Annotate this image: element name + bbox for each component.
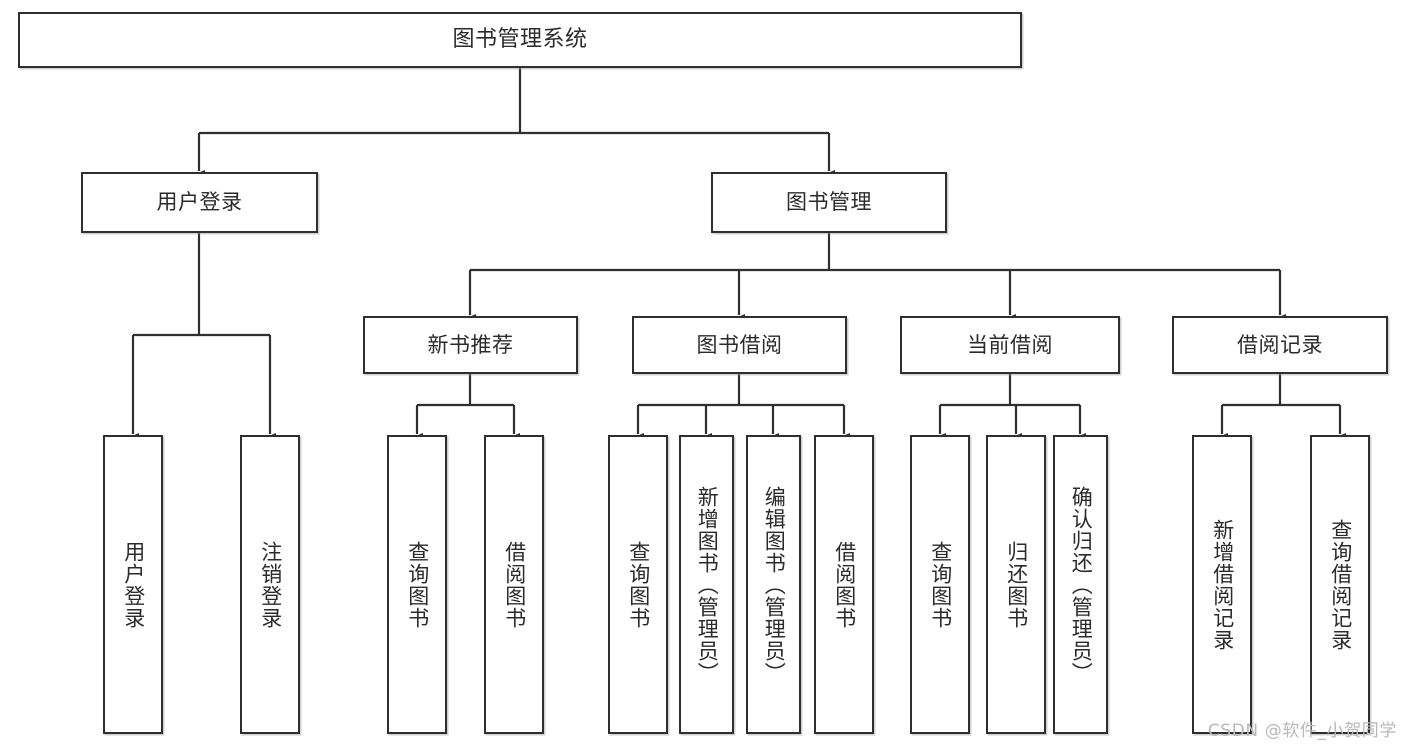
node-label: 查询图书 [405,540,430,629]
node-label: 图书借阅 [696,332,783,357]
node-leaf-add-record[interactable]: 新增借阅记录 [1192,435,1252,734]
node-label: 编辑图书（管理员） [762,485,787,684]
node-label: 借阅记录 [1237,332,1323,357]
node-new-book-rec[interactable]: 新书推荐 [363,316,578,374]
node-label: 查询图书 [626,540,651,629]
node-leaf-borrow-book-2[interactable]: 借阅图书 [814,435,874,734]
node-book-borrow[interactable]: 图书借阅 [632,316,847,374]
node-leaf-edit-book[interactable]: 编辑图书（管理员） [746,435,801,734]
node-current-borrow[interactable]: 当前借阅 [900,316,1120,374]
node-borrow-record[interactable]: 借阅记录 [1172,316,1388,374]
csdn-watermark: CSDN @软件_小贺同学 [1207,721,1397,741]
node-leaf-borrow-book-1[interactable]: 借阅图书 [484,435,544,734]
node-label: 新增图书（管理员） [695,485,720,684]
node-leaf-query-book-2[interactable]: 查询图书 [608,435,668,734]
node-book-manage[interactable]: 图书管理 [711,172,947,233]
node-label: 借阅图书 [502,540,527,629]
node-label: 查询图书 [928,540,953,629]
node-leaf-query-record[interactable]: 查询借阅记录 [1310,435,1370,734]
node-leaf-add-book[interactable]: 新增图书（管理员） [679,435,734,734]
node-label: 查询借阅记录 [1328,518,1353,651]
node-label: 当前借阅 [967,332,1053,357]
node-leaf-user-login[interactable]: 用户登录 [103,435,163,734]
node-label: 借阅图书 [832,540,857,629]
node-label: 用户登录 [121,540,146,629]
node-label: 确认归还（管理员） [1069,485,1094,684]
node-label: 归还图书 [1004,540,1029,629]
node-label: 新增借阅记录 [1210,518,1235,651]
node-label: 图书管理系统 [452,27,588,53]
node-leaf-query-book-3[interactable]: 查询图书 [910,435,970,734]
node-book-management-system[interactable]: 图书管理系统 [18,12,1022,68]
node-leaf-logout[interactable]: 注销登录 [240,435,300,734]
node-label: 注销登录 [258,540,283,629]
node-label: 新书推荐 [427,332,514,357]
node-label: 用户登录 [156,190,243,215]
node-user-login[interactable]: 用户登录 [81,172,318,233]
node-leaf-return-book[interactable]: 归还图书 [986,435,1046,734]
node-leaf-query-book-1[interactable]: 查询图书 [387,435,447,734]
node-leaf-confirm-return[interactable]: 确认归还（管理员） [1053,435,1108,734]
node-label: 图书管理 [786,190,872,215]
